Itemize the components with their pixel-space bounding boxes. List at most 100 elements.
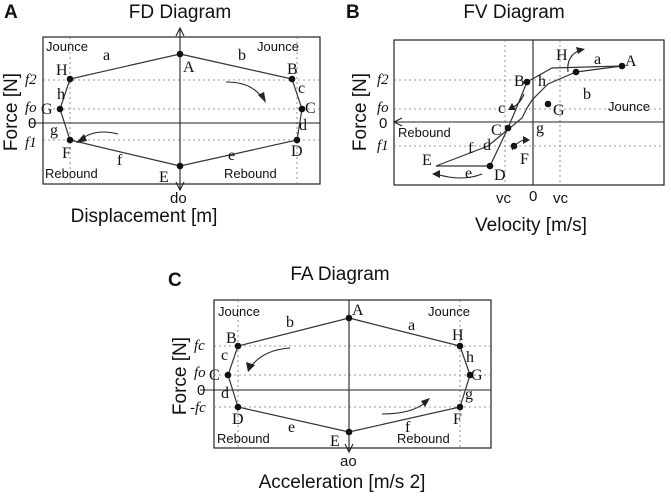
tick-fo-fv: fo	[377, 100, 389, 116]
tick-neg-fc: -fc	[190, 400, 206, 416]
label-seg-f-fa: f	[405, 419, 411, 436]
direction-arrowhead-f	[523, 136, 530, 144]
y-axis-arrow-down-fa	[344, 443, 354, 454]
label-seg-h: h	[57, 86, 65, 103]
direction-arrow-upper-fa	[249, 347, 291, 369]
label-point-d-fa: D	[232, 411, 244, 428]
region-jounce-fv: Jounce	[608, 99, 650, 114]
label-point-b-fa: B	[226, 330, 237, 347]
plot-frame-fa	[213, 299, 492, 449]
label-point-b-fv: B	[514, 73, 525, 90]
tick-fo: fo	[25, 100, 37, 116]
point-b-fa	[234, 342, 242, 350]
y-axis-label-fv: Force [N]	[350, 73, 371, 151]
label-point-c: C	[305, 100, 316, 117]
y-axis-label-fd: Force [N]	[1, 73, 22, 151]
point-g	[56, 105, 64, 113]
label-seg-c: c	[298, 80, 305, 97]
region-jounce-left-fa: Jounce	[218, 304, 260, 319]
label-point-g-fa: G	[471, 367, 483, 384]
point-d	[293, 136, 301, 144]
region-jounce-right-fa: Jounce	[428, 304, 470, 319]
region-rebound-fv: Rebound	[398, 125, 451, 140]
label-point-a-fv: A	[625, 53, 637, 70]
label-point-e-fa: E	[330, 433, 340, 450]
direction-arrowhead-upper-fa	[246, 362, 255, 372]
plot-frame-fv	[393, 39, 665, 186]
point-h	[66, 75, 74, 83]
point-g-fv	[544, 100, 552, 108]
label-point-a: A	[183, 59, 195, 76]
direction-arrow-e	[435, 173, 483, 179]
label-seg-b-fv: b	[583, 86, 591, 103]
tick-fc: fc	[194, 338, 205, 354]
label-point-f-fv: F	[520, 151, 529, 168]
region-rebound-left-fa: Rebound	[217, 431, 270, 446]
tick-vc-right: vc	[553, 190, 569, 207]
x-axis-label-fa: Acceleration [m/s 2]	[259, 472, 426, 493]
label-point-a-fa: A	[352, 302, 364, 319]
panel-title-fd: FD Diagram	[129, 2, 231, 23]
label-seg-h-fa: h	[466, 349, 474, 366]
label-seg-d: d	[299, 117, 307, 134]
y-axis-label-fa: Force [N]	[170, 337, 191, 415]
label-point-d: D	[291, 143, 303, 160]
panel-letter-c: C	[168, 270, 182, 291]
tick-do: do	[170, 190, 187, 207]
label-seg-b-fa: b	[286, 314, 294, 331]
region-rebound-left: Rebound	[45, 166, 98, 181]
direction-arrow-lower-fa	[381, 401, 427, 415]
label-point-b: B	[287, 61, 298, 78]
label-point-f-fa: F	[453, 411, 462, 428]
point-d-fv	[486, 162, 494, 170]
label-seg-e-fa: e	[288, 419, 295, 436]
label-point-h-fv: H	[556, 47, 568, 64]
label-seg-a-fv: a	[594, 51, 601, 68]
tick-ao: ao	[340, 453, 357, 470]
region-rebound-right-fa: Rebound	[397, 431, 450, 446]
tick-f2: f2	[25, 72, 37, 88]
point-e-fa	[345, 428, 353, 436]
point-b-fv	[523, 78, 531, 86]
label-point-e: E	[159, 169, 169, 186]
label-point-e-fv: E	[422, 152, 432, 169]
point-g-fa	[466, 371, 474, 379]
point-a-fv	[618, 62, 626, 70]
loop-fd	[59, 53, 303, 167]
label-seg-a-fa: a	[408, 317, 415, 334]
tick-fo-fa: fo	[194, 365, 206, 381]
panel-fa: C FA Diagram A B C D E F G H a	[168, 264, 492, 493]
label-seg-a: a	[103, 47, 110, 64]
region-jounce-left: Jounce	[46, 39, 88, 54]
label-seg-g-fv: g	[536, 120, 544, 137]
label-seg-c-fv: c	[498, 100, 505, 117]
direction-arrowhead-lower	[76, 134, 87, 143]
tick-zero-x-fv: 0	[529, 188, 537, 205]
point-h-fv	[572, 68, 580, 76]
point-d-fa	[234, 403, 242, 411]
direction-arrowhead-h	[576, 47, 585, 54]
tick-vc-left: vc	[496, 190, 512, 207]
point-a-fa	[345, 314, 353, 322]
tick-f1-fv: f1	[377, 138, 389, 154]
label-point-h-fa: H	[452, 327, 464, 344]
label-seg-g-fa: g	[465, 386, 473, 403]
y-axis-arrow-up	[175, 26, 185, 37]
direction-arrowhead-e	[432, 170, 440, 178]
label-seg-h-fv: h	[538, 73, 546, 90]
label-seg-f-fv: f	[468, 140, 474, 157]
label-seg-e-fv: e	[465, 165, 472, 182]
label-point-g-fv: G	[553, 102, 565, 119]
label-seg-d-fv: d	[483, 137, 491, 154]
y-axis-arrow-down	[175, 181, 185, 192]
direction-arrow-upper	[225, 81, 263, 99]
loop-fv-upper-branch	[435, 65, 623, 167]
point-c	[298, 105, 306, 113]
point-f	[66, 136, 74, 144]
region-jounce-right: Jounce	[257, 39, 299, 54]
label-seg-e: e	[228, 147, 235, 164]
label-seg-d-fa: d	[221, 385, 229, 402]
panel-title-fv: FV Diagram	[463, 2, 564, 23]
direction-arrow-b	[511, 93, 525, 109]
panel-fv: B FV Diagram A B C D E F G H a	[346, 2, 665, 236]
